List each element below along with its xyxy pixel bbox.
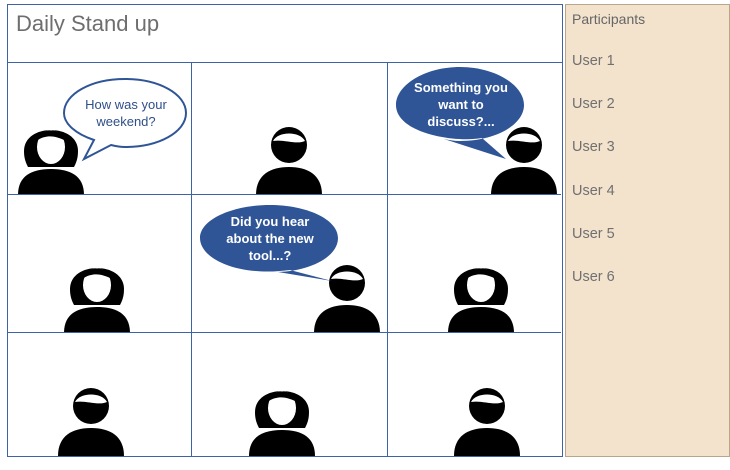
speech-bubble-1: How was your weekend? [62, 77, 188, 162]
male-avatar-icon [314, 261, 380, 332]
female-avatar-icon [64, 257, 130, 332]
participant-item-user-6[interactable]: User 6 [572, 269, 615, 285]
speech-bubble-2-text: Something you want to discuss?... [414, 79, 508, 129]
video-tile-9[interactable] [388, 333, 561, 456]
title-bar: Daily Stand up [8, 5, 562, 63]
female-avatar-icon [18, 119, 84, 194]
participant-grid: How was your weekend? Something you want… [8, 63, 561, 456]
male-avatar-icon [58, 384, 124, 456]
video-tile-4[interactable] [8, 195, 192, 333]
participant-item-user-4[interactable]: User 4 [572, 183, 615, 199]
video-tile-2[interactable] [192, 63, 388, 195]
female-avatar-icon [249, 380, 315, 456]
participant-item-user-2[interactable]: User 2 [572, 96, 615, 112]
speech-bubble-3: Did you hear about the new tool...? [198, 203, 344, 283]
participants-heading: Participants [572, 11, 646, 27]
participant-item-user-3[interactable]: User 3 [572, 139, 615, 155]
participant-item-user-1[interactable]: User 1 [572, 53, 615, 69]
speech-bubble-2: Something you want to discuss?... [394, 65, 528, 161]
male-avatar-icon [454, 384, 520, 456]
male-avatar-icon [491, 123, 557, 194]
male-avatar-icon [256, 123, 322, 194]
video-tile-6[interactable] [388, 195, 561, 333]
video-tile-7[interactable] [8, 333, 192, 456]
participant-item-user-5[interactable]: User 5 [572, 226, 615, 242]
meeting-title: Daily Stand up [16, 11, 160, 36]
speech-bubble-1-text: How was your weekend? [85, 97, 167, 129]
female-avatar-icon [448, 257, 514, 332]
speech-bubble-3-text: Did you hear about the new tool...? [226, 213, 314, 263]
video-grid-window: Daily Stand up [7, 4, 563, 457]
participants-panel: Participants User 1 User 2 User 3 User 4… [565, 4, 730, 457]
video-tile-8[interactable] [192, 333, 388, 456]
